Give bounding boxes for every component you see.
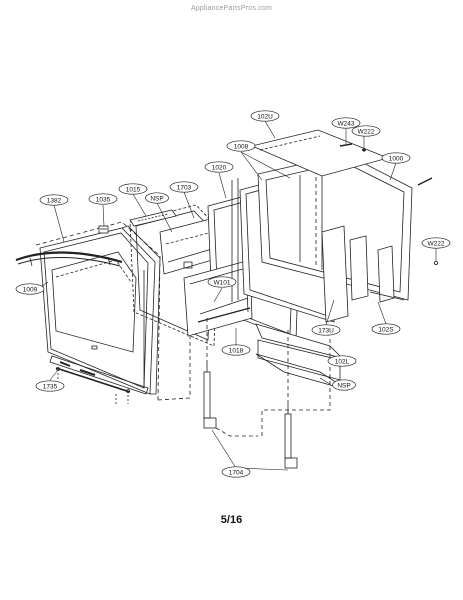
callout-1008: 1008	[226, 140, 256, 152]
side-trim-strip	[349, 235, 405, 303]
callout-label: 1000	[389, 155, 404, 162]
callout-1009: 1009	[15, 283, 45, 295]
callout-label: W243	[338, 120, 355, 127]
callout-bubble	[15, 283, 45, 295]
callout-w101: W101	[207, 276, 237, 288]
callout-bubble	[381, 152, 411, 164]
callout-1035: 1035	[88, 193, 118, 205]
callout-label: NSP	[150, 195, 163, 202]
callout-102l: 102L	[327, 355, 357, 367]
callout-label: 1703	[177, 184, 192, 191]
page-number: 5/16	[220, 514, 243, 526]
callout-label: 1382	[47, 197, 62, 204]
callout-bubble	[421, 237, 451, 249]
callout-label: 1020	[212, 164, 227, 171]
callout-w222: W222	[421, 237, 451, 249]
screw-w222-top	[362, 148, 366, 152]
screw-w243	[339, 143, 353, 147]
callout-bubble	[221, 344, 251, 356]
callout-label: 1735	[43, 383, 58, 390]
callout-label: 102L	[335, 358, 350, 365]
callout-1704: 1704	[221, 466, 251, 478]
callout-label: 173U	[318, 327, 334, 334]
callout-102u: 102U	[250, 110, 280, 122]
door-frame-channel	[183, 259, 253, 337]
callout-label: 1008	[234, 143, 249, 150]
callout-1735: 1735	[35, 380, 65, 392]
callout-label: 1035	[96, 196, 111, 203]
callout-label: 102U	[257, 113, 273, 120]
callout-1000: 1000	[381, 152, 411, 164]
callout-1018: 1018	[221, 344, 251, 356]
callout-bubble	[327, 355, 357, 367]
callout-bubble	[250, 110, 280, 122]
callout-1382: 1382	[39, 194, 69, 206]
callout-label: W222	[428, 240, 445, 247]
callout-bubble	[169, 181, 199, 193]
callout-label: 1009	[23, 286, 38, 293]
door-bottom-trim	[55, 367, 131, 404]
callout-bubble	[118, 183, 148, 195]
callout-bubble	[226, 140, 256, 152]
callout-nsp: NSP	[332, 379, 356, 391]
callout-102s: 102S	[371, 323, 401, 335]
callout-label: 1015	[126, 186, 141, 193]
screw-right	[417, 177, 433, 186]
hinge-left	[203, 362, 217, 429]
screw-w222-right	[433, 260, 438, 265]
callout-label: 1704	[229, 469, 244, 476]
callout-bubble	[311, 324, 341, 336]
watermark: AppliancePartsPros.com	[190, 5, 273, 12]
callout-bubble	[332, 379, 356, 391]
callout-1020: 1020	[204, 161, 234, 173]
door-bottom-vent	[49, 355, 149, 395]
callout-w222: W222	[351, 125, 381, 137]
small-clip	[98, 225, 109, 234]
hinge-right	[284, 404, 298, 469]
callout-1703: 1703	[169, 181, 199, 193]
callout-bubble	[39, 194, 69, 206]
callout-label: W222	[358, 128, 375, 135]
callout-label: W101	[214, 279, 231, 286]
callout-label: NSP	[337, 382, 350, 389]
callout-bubble	[331, 117, 361, 129]
callout-bubble	[204, 161, 234, 173]
callout-bubble	[35, 380, 65, 392]
callout-bubble	[145, 192, 169, 204]
rear-door-frame	[257, 153, 413, 301]
callout-bubble	[207, 276, 237, 288]
callout-w243: W243	[331, 117, 361, 129]
callout-label: 1018	[229, 347, 244, 354]
callout-bubble	[371, 323, 401, 335]
callout-bubble	[88, 193, 118, 205]
callout-173u: 173U	[311, 324, 341, 336]
callout-1015: 1015	[118, 183, 148, 195]
callout-nsp: NSP	[145, 192, 169, 204]
door-handle	[15, 251, 123, 267]
callout-bubble	[221, 466, 251, 478]
vent-bracket	[129, 209, 177, 227]
insulation-strip	[321, 225, 349, 323]
callout-bubble	[351, 125, 381, 137]
callout-label: 102S	[378, 326, 394, 333]
